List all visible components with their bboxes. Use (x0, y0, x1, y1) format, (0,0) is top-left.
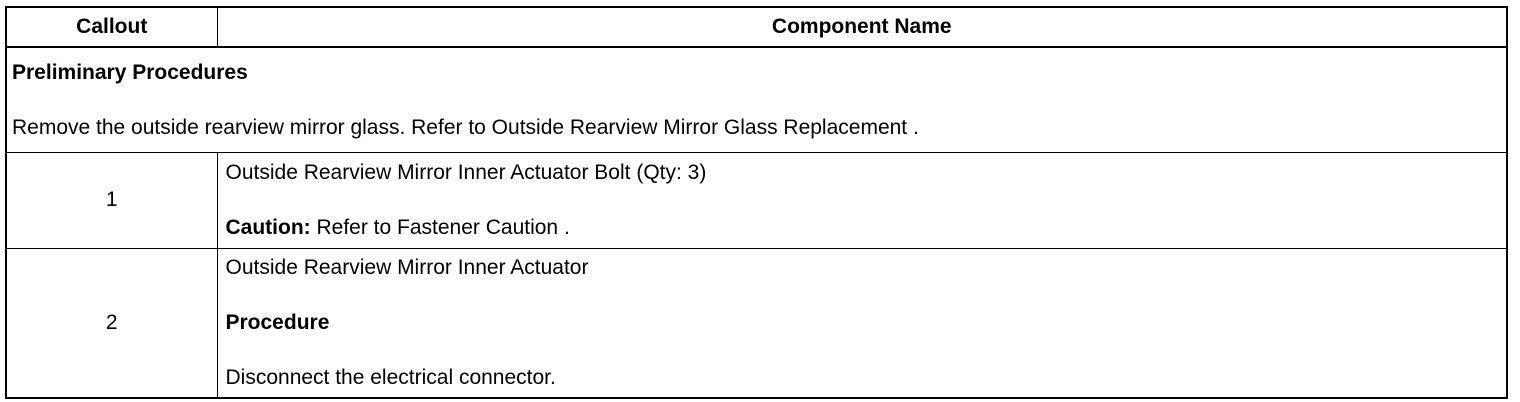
component-table: Callout Component Name Preliminary Proce… (5, 6, 1508, 399)
callout-cell: 1 (5, 151, 218, 249)
callout-cell: 2 (5, 247, 218, 399)
table-header-row: Callout Component Name (5, 6, 1508, 48)
procedure-text: Disconnect the electrical connector. (225, 366, 556, 390)
callout-header: Callout (5, 6, 218, 48)
caution-text: Refer to Fastener Caution . (310, 216, 570, 239)
preliminary-row: Preliminary Procedures Remove the outsid… (5, 46, 1508, 153)
table-row: 1 Outside Rearview Mirror Inner Actuator… (5, 151, 1508, 249)
caution-label: Caution: (225, 216, 311, 239)
preliminary-text: Remove the outside rearview mirror glass… (12, 115, 919, 139)
component-name-header: Component Name (216, 6, 1508, 48)
component-cell: Outside Rearview Mirror Inner Actuator P… (216, 247, 1508, 399)
caution-line: Caution: Refer to Fastener Caution . (226, 215, 1499, 240)
component-name: Outside Rearview Mirror Inner Actuator B… (225, 160, 707, 184)
preliminary-heading: Preliminary Procedures (12, 60, 248, 84)
preliminary-cell: Preliminary Procedures Remove the outsid… (5, 46, 1508, 153)
table-row: 2 Outside Rearview Mirror Inner Actuator… (5, 247, 1508, 399)
component-cell: Outside Rearview Mirror Inner Actuator B… (216, 151, 1508, 249)
component-name: Outside Rearview Mirror Inner Actuator (225, 255, 589, 279)
procedure-heading: Procedure (225, 311, 330, 335)
